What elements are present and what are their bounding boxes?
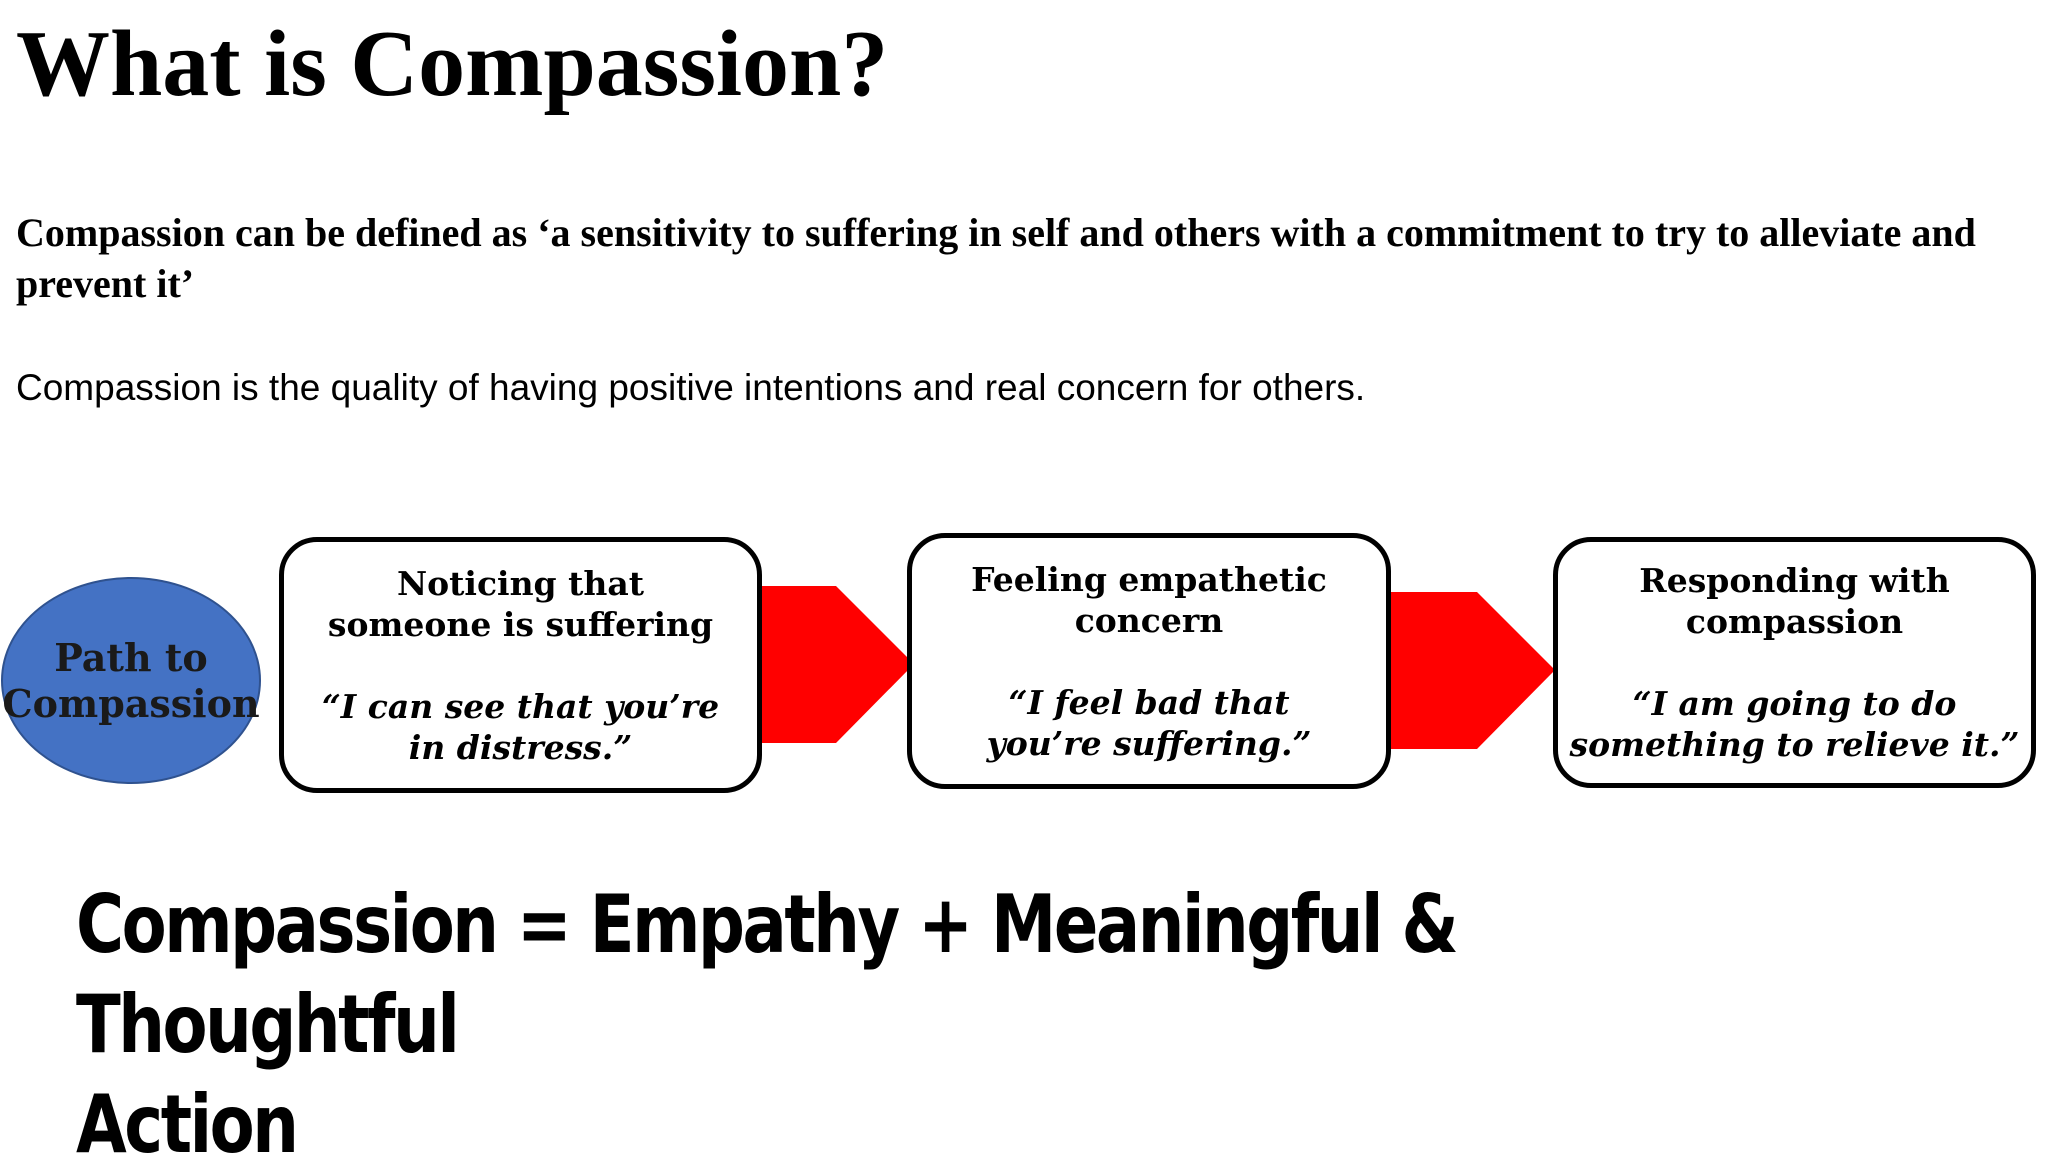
step-noticing-title: Noticing that someone is suffering (327, 563, 714, 644)
path-label-line-2: Compassion (2, 680, 260, 726)
step-empathy-quote: “I feel bad that you’re suffering.” (986, 682, 1312, 763)
arrow-right-icon (1391, 592, 1555, 749)
arrow-right-shape (1391, 592, 1555, 749)
quality-text: Compassion is the quality of having posi… (16, 367, 1366, 408)
arrow-right-shape (762, 586, 914, 743)
step-empathy-title: Feeling empathetic concern (971, 559, 1327, 640)
page-title: What is Compassion? (16, 12, 889, 116)
step-responding-title: Responding with compassion (1639, 561, 1950, 641)
arrow-right-icon (762, 586, 914, 743)
path-to-compassion-oval: Path to Compassion (1, 577, 261, 784)
step-responding-quote: “I am going to do something to relieve i… (1569, 684, 2020, 764)
compassion-equation: Compassion = Empathy + Meaningful & Thou… (76, 878, 1459, 1171)
step-empathy-box: Feeling empathetic concern “I feel bad t… (907, 533, 1391, 789)
path-label-line-1: Path to (54, 634, 208, 680)
step-noticing-quote: “I can see that you’re in distress.” (321, 686, 720, 767)
step-noticing-box: Noticing that someone is suffering “I ca… (279, 537, 762, 793)
step-responding-box: Responding with compassion “I am going t… (1553, 537, 2036, 788)
definition-text: Compassion can be defined as ‘a sensitiv… (16, 210, 1976, 306)
